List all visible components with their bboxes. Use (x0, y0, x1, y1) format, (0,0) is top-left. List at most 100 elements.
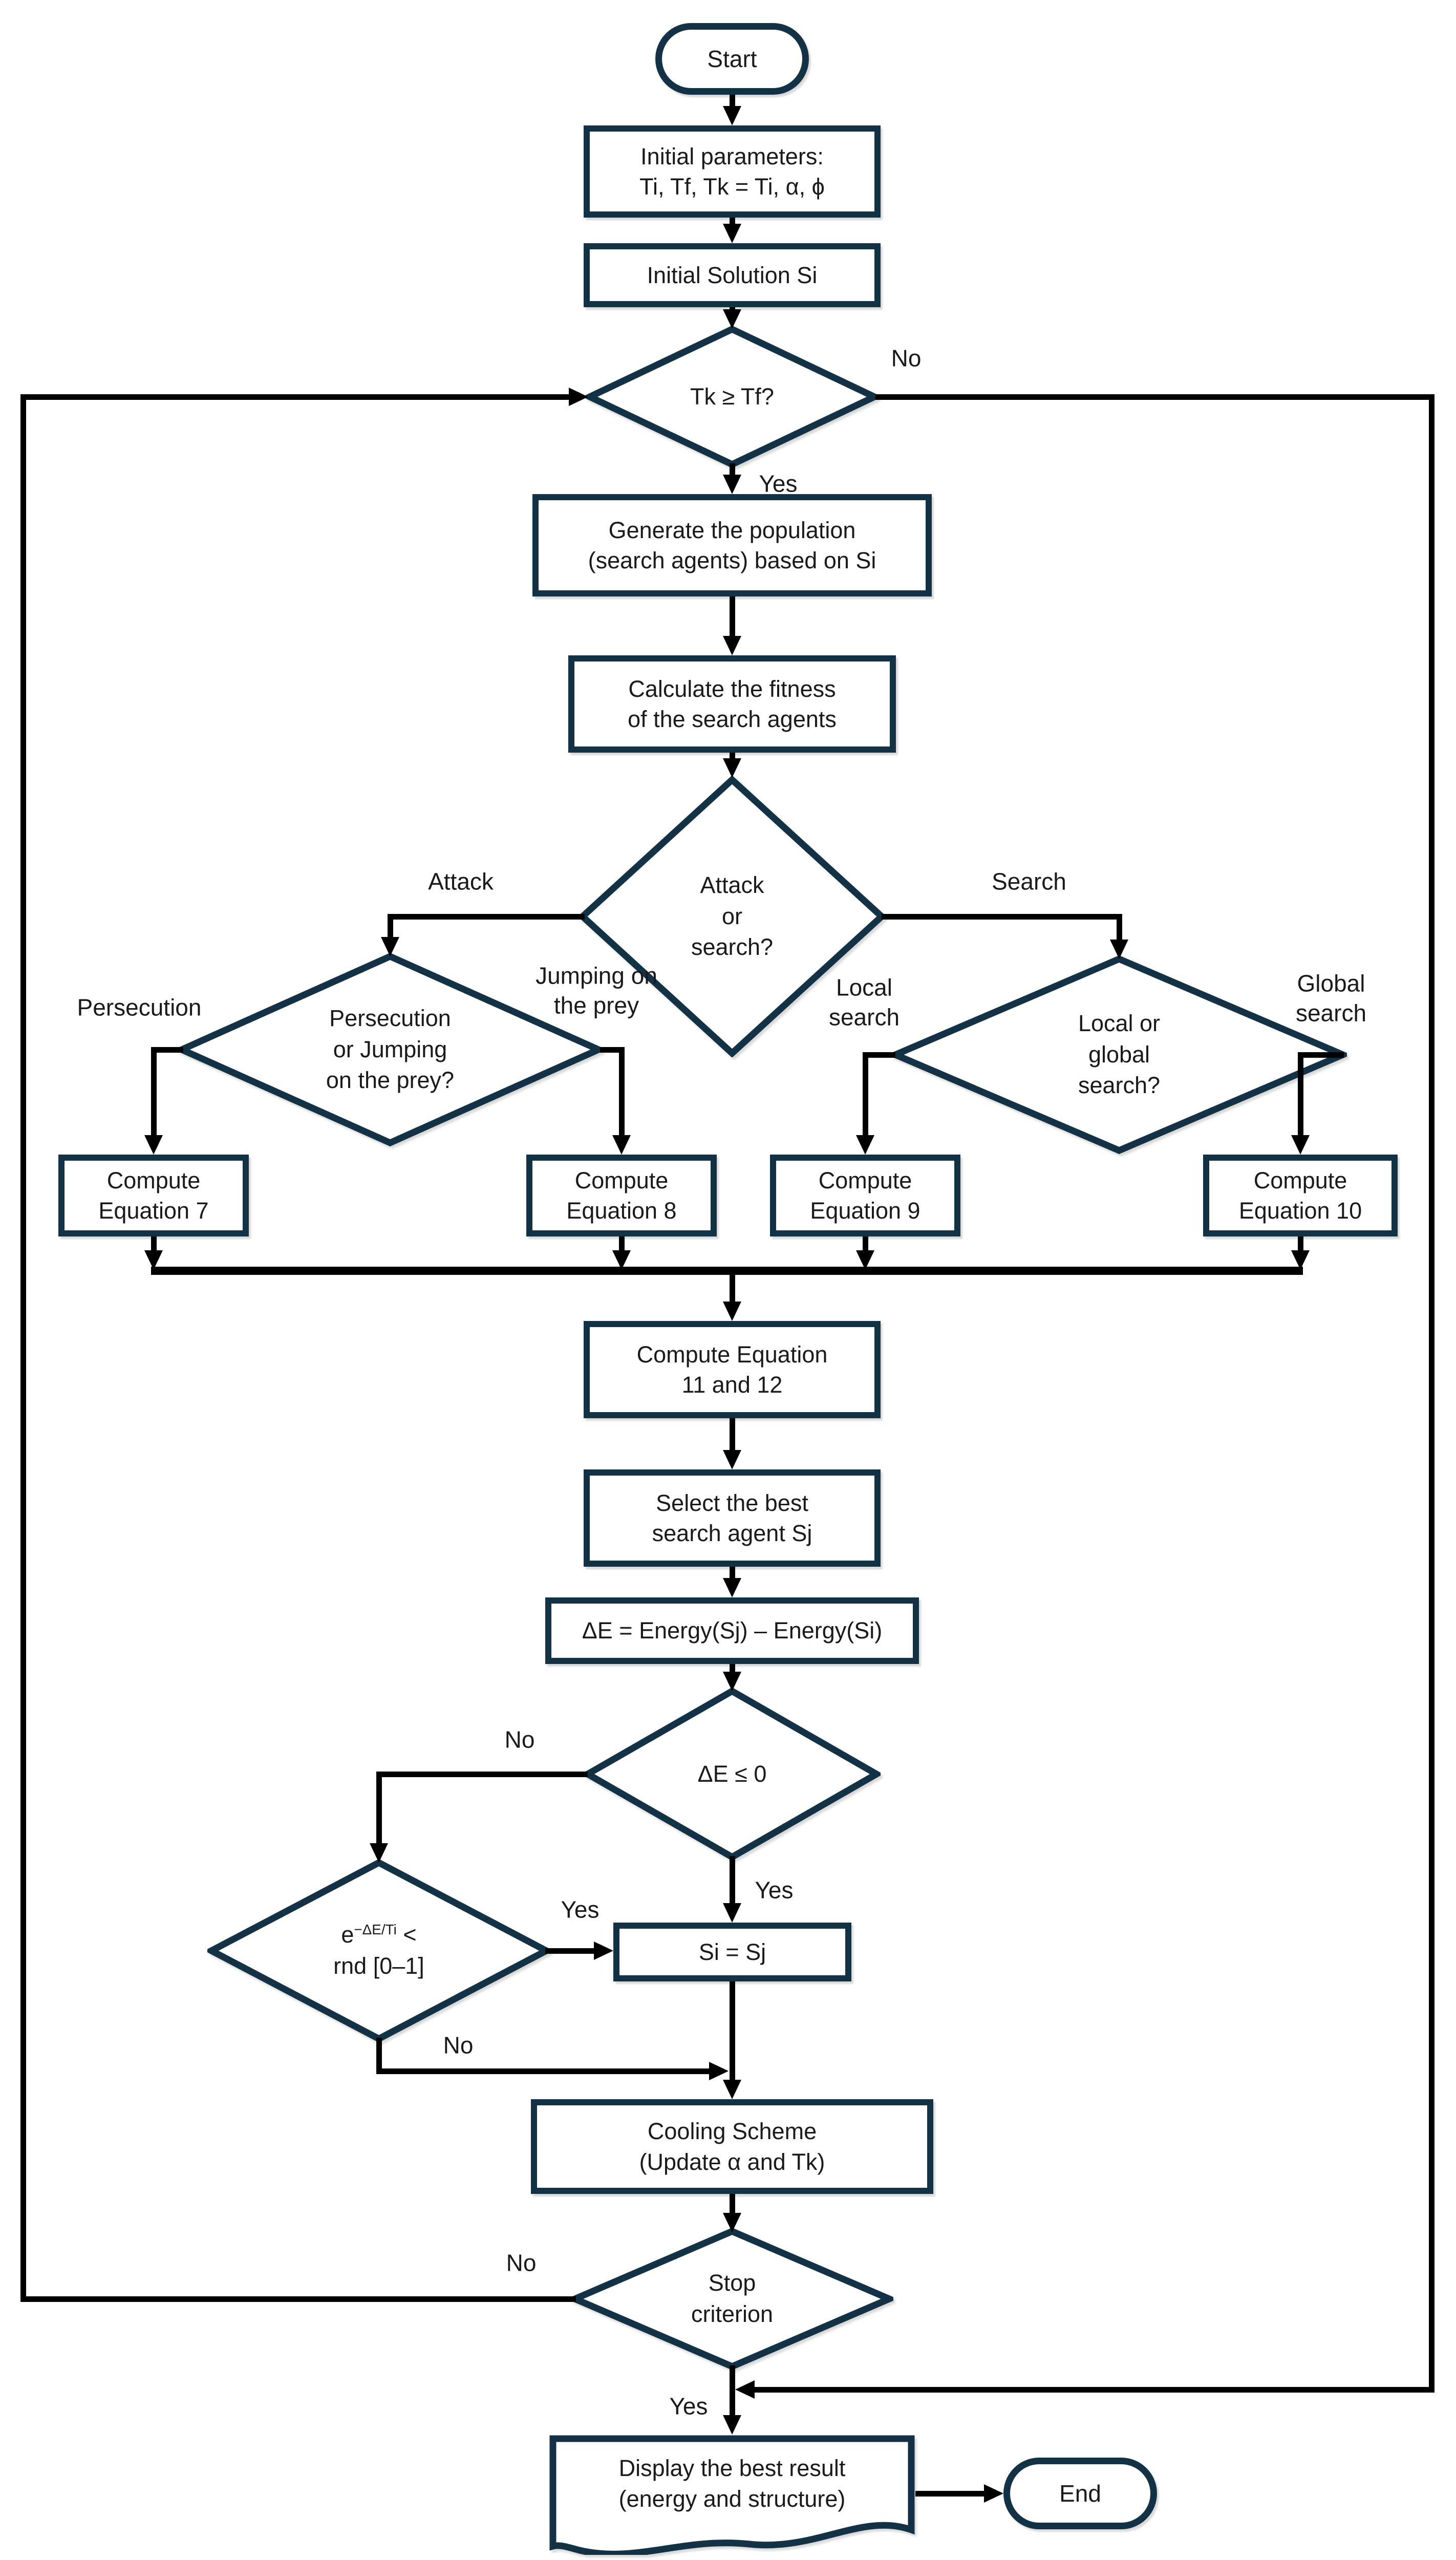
delta-e-decision: ΔE ≤ 0 (584, 1687, 881, 1861)
generate-population-box: Generate the population (search agents) … (532, 494, 932, 596)
si-sj-box: Si = Sj (613, 1923, 851, 1981)
select-best-agent-box: Select the best search agent Sj (584, 1469, 881, 1567)
tk-tf-label: Tk ≥ Tf? (690, 383, 774, 410)
compute-equation-11-12-box: Compute Equation 11 and 12 (584, 1321, 881, 1418)
arrowhead-select-deltae (723, 1578, 741, 1597)
label-stop-no: No (506, 2249, 537, 2276)
label-deltae-yes: Yes (755, 1876, 794, 1904)
connector-deltae-yes (730, 1856, 735, 1904)
display-result-line1: Display the best result (618, 2455, 846, 2481)
connector-right-loop-v (1429, 394, 1434, 2393)
local-global-line1: Local or (1078, 1010, 1161, 1036)
stop-criterion-decision: Stop criterion (571, 2227, 893, 2371)
connector-localglobal-eq10-v (1298, 1052, 1303, 1136)
connector-attack-left-v (388, 914, 393, 938)
persecution-or-jumping-decision: Persecution or Jumping on the prey? (178, 952, 603, 1147)
arrowhead-localglobal-eq10 (1291, 1135, 1310, 1155)
calculate-fitness-line1: Calculate the fitness (628, 675, 836, 702)
label-deltae-no: No (504, 1726, 535, 1753)
stop-criterion-line1: Stop (708, 2270, 756, 2296)
label-attack: Attack (428, 868, 494, 895)
connector-params-solution (730, 218, 735, 225)
connector-persecution-eq7-h (154, 1047, 183, 1053)
calculate-fitness-line2: of the search agents (628, 706, 837, 732)
label-persecution: Persecution (77, 994, 202, 1021)
connector-persecution-eq8-v (619, 1047, 625, 1136)
label-tk-no: No (891, 345, 922, 372)
connector-eq1112-select (730, 1418, 735, 1451)
delta-e-box: ΔE = Energy(Sj) – Energy(Si) (545, 1597, 919, 1664)
attack-or-search-line2: or (721, 903, 742, 929)
arrowhead-localglobal-eq9 (856, 1135, 874, 1155)
connector-persecution-eq7-v (151, 1047, 157, 1136)
connector-eq9-bar (863, 1236, 868, 1252)
eq8-line1: Compute (574, 1167, 669, 1193)
arrowhead-cooling-stop (723, 2213, 741, 2232)
persecution-line3: on the prey? (326, 1067, 455, 1094)
connector-solution-tk (730, 307, 735, 310)
eq9-line1: Compute (818, 1167, 912, 1193)
arrowhead-fitness-attack (723, 758, 741, 778)
arrowhead-solution-tk (723, 309, 741, 329)
arrowhead-start-params (723, 106, 741, 125)
connector-attack-left-h (390, 914, 585, 920)
calculate-fitness-box: Calculate the fitness of the search agen… (568, 655, 896, 753)
connector-display-end (915, 2491, 985, 2497)
connector-attack-right-v (1117, 914, 1122, 941)
delta-e-check-label: ΔE ≤ 0 (697, 1760, 767, 1787)
connector-right-loop-bottom-h (754, 2387, 1434, 2393)
connector-deltae-no-h (379, 1772, 588, 1777)
connector-fitness-attack (730, 753, 735, 760)
metropolis-line2: rnd [0–1] (333, 1953, 424, 1979)
local-or-global-decision: Local or global search? (891, 955, 1347, 1155)
eq7-line1: Compute (106, 1167, 201, 1193)
cooling-line1: Cooling Scheme (647, 2118, 817, 2145)
eq10-line2: Equation 10 (1238, 1198, 1362, 1224)
arrowhead-attack-localglobal (1110, 940, 1128, 959)
eq11-12-line2: 11 and 12 (681, 1372, 783, 1398)
initial-solution-box: Initial Solution Si (584, 243, 881, 307)
initial-parameters-line2: Ti, Tf, Tk = Ti, α, ϕ (639, 174, 825, 200)
select-best-line2: search agent Sj (652, 1520, 812, 1546)
arrowhead-metropolis-no (709, 2062, 729, 2080)
connector-left-loop-top-h (23, 394, 570, 400)
connector-eq10-bar (1298, 1236, 1303, 1252)
connector-eq8-bar (619, 1236, 625, 1252)
compute-equation-9-box: Compute Equation 9 (770, 1155, 960, 1236)
connector-bar-eq1112 (730, 1274, 735, 1303)
local-global-diamond-shape (891, 955, 1347, 1155)
arrowhead-eq1112-select (723, 1450, 741, 1469)
arrowhead-left-loop-tk (569, 388, 588, 406)
connector-start-params (730, 95, 735, 107)
connector-select-deltae (730, 1567, 735, 1579)
display-result-line2: (energy and structure) (618, 2486, 846, 2512)
connector-metropolis-no-h (376, 2068, 710, 2074)
merge-bar (151, 1267, 1303, 1275)
cooling-line2: (Update α and Tk) (639, 2148, 825, 2175)
eq9-line2: Equation 9 (810, 1198, 920, 1224)
connector-deltae-no-v (376, 1772, 382, 1844)
arrowhead-eq7-bar (144, 1250, 163, 1270)
persecution-diamond-shape (178, 952, 603, 1147)
label-metropolis-yes: Yes (561, 1896, 599, 1923)
cooling-scheme-box: Cooling Scheme (Update α and Tk) (531, 2099, 933, 2194)
display-result-document: Display the best result (energy and stru… (549, 2435, 915, 2555)
local-global-line2: global (1088, 1041, 1150, 1068)
delta-e-label: ΔE = Energy(Sj) – Energy(Si) (582, 1617, 883, 1644)
connector-attack-right-h (882, 914, 1119, 920)
arrowhead-right-loop-merge (735, 2380, 755, 2399)
persecution-line1: Persecution (329, 1005, 451, 1031)
initial-parameters-box: Initial parameters: Ti, Tf, Tk = Ti, α, … (584, 125, 881, 218)
persecution-line2: or Jumping (333, 1036, 447, 1062)
connector-localglobal-eq10-h (1300, 1052, 1344, 1058)
start-terminator: Start (655, 23, 809, 95)
attack-or-search-decision: Attack or search? (579, 776, 886, 1057)
arrowhead-eq10-bar (1291, 1250, 1310, 1270)
connector-tk-generate (730, 463, 735, 476)
eq11-12-line1: Compute Equation (636, 1341, 828, 1368)
connector-localglobal-eq9-v (863, 1052, 868, 1136)
